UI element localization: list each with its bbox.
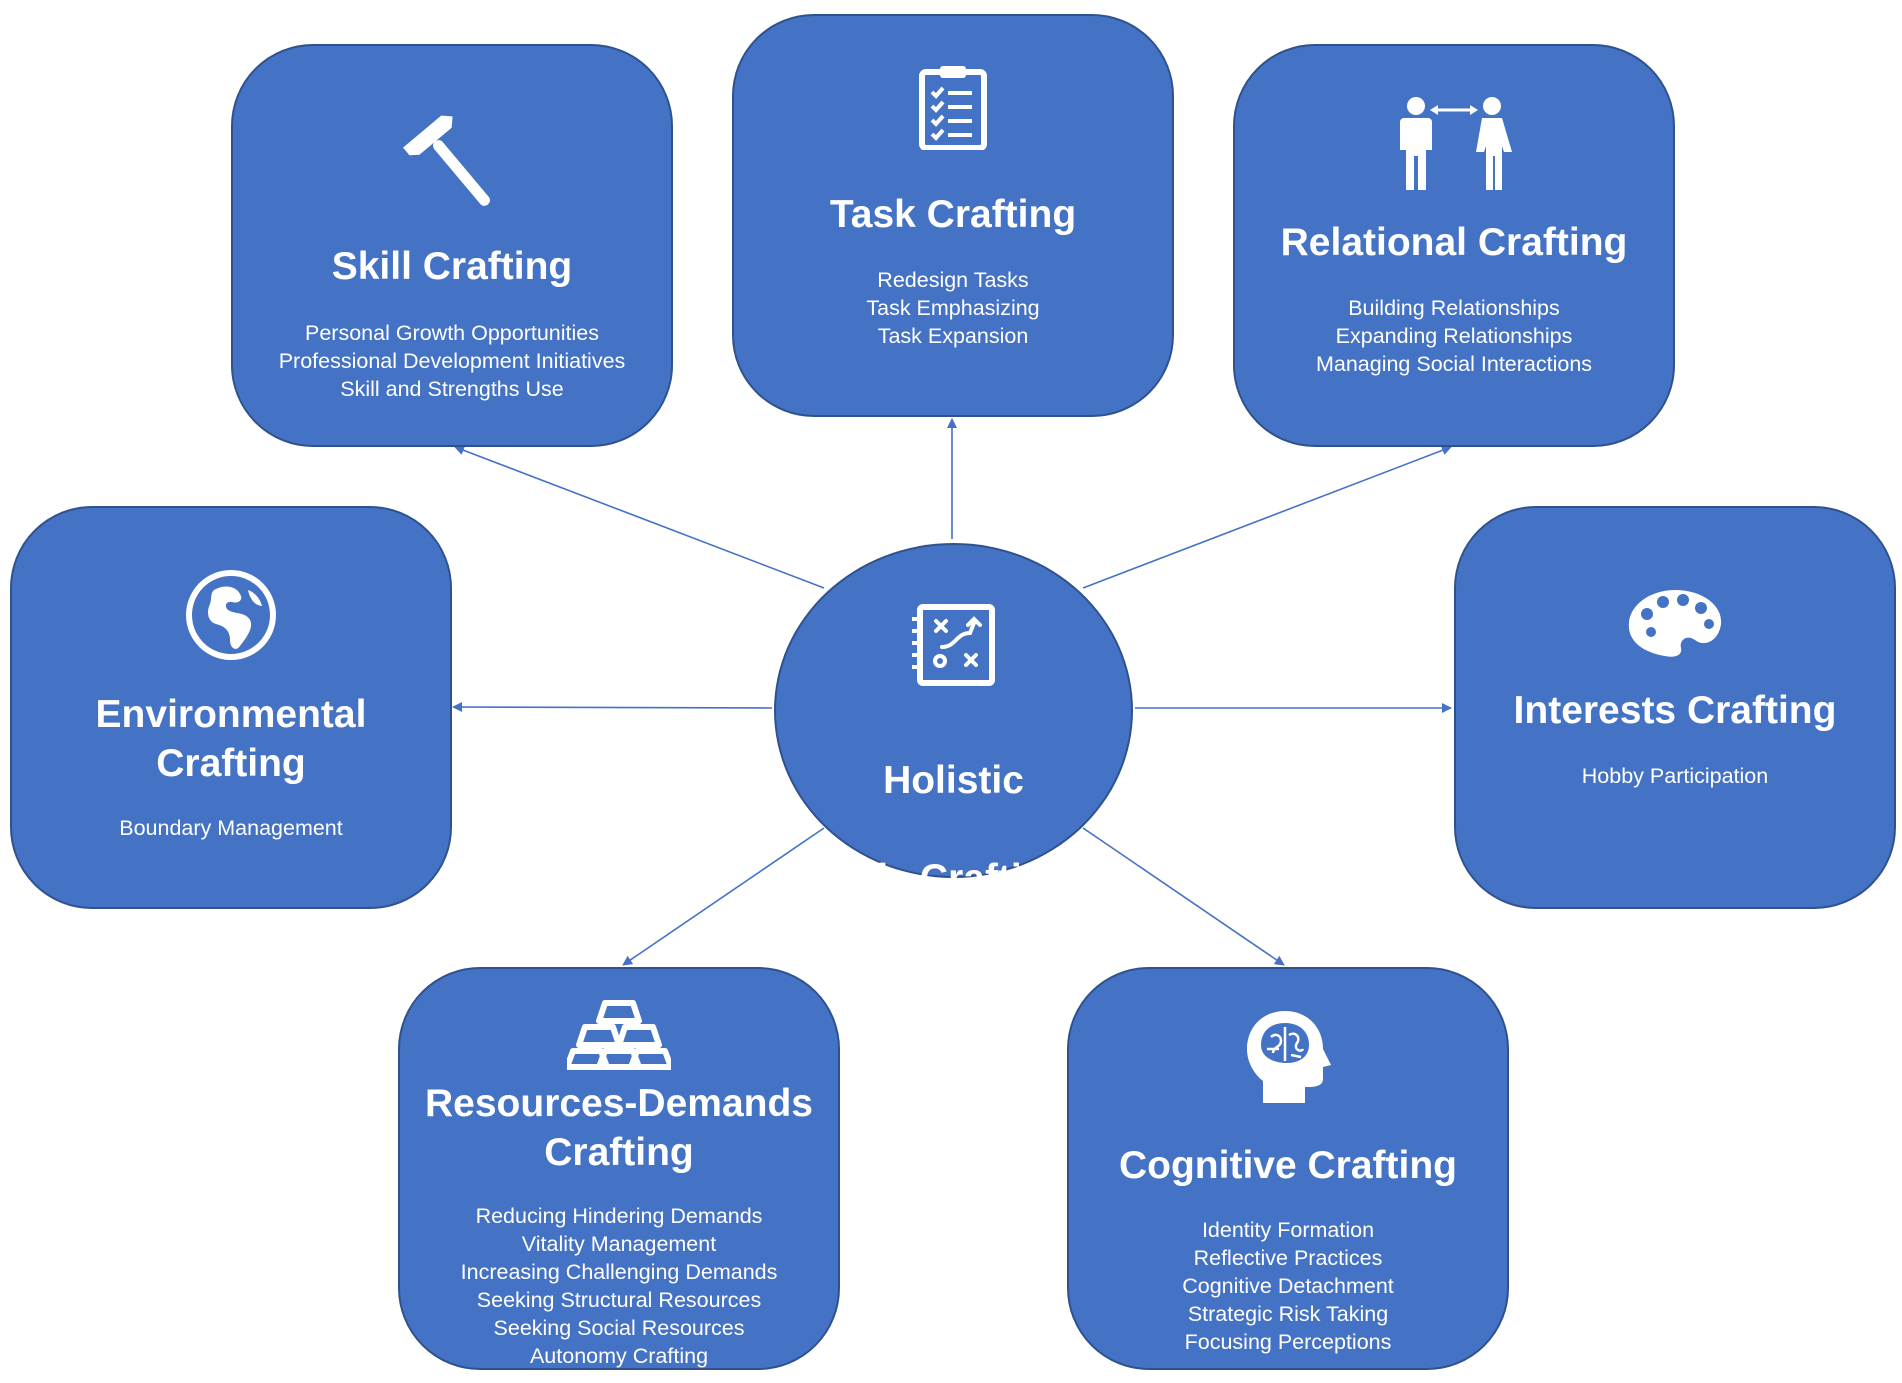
hub-title-line1: Holistic <box>883 759 1024 802</box>
skill-crafting-title: Skill Crafting <box>331 245 573 288</box>
list-item: Professional Development Initiatives <box>278 349 626 373</box>
list-item: Task Expansion <box>877 324 1029 348</box>
gold-bars-icon <box>400 997 838 1071</box>
resources-demands-crafting-items: Reducing Hindering Demands Vitality Mana… <box>400 1202 838 1370</box>
list-item: Seeking Social Resources <box>493 1316 745 1340</box>
arrow-to-resources <box>622 827 825 966</box>
people-interaction-icon <box>1235 96 1673 192</box>
resources-demands-crafting-node: Resources-Demands Crafting Reducing Hind… <box>398 967 840 1370</box>
arrow-to-cognitive <box>1082 827 1285 966</box>
task-crafting-items: Redesign Tasks Task Emphasizing Task Exp… <box>734 266 1172 350</box>
list-item: Seeking Structural Resources <box>476 1288 762 1312</box>
list-item: Focusing Perceptions <box>1184 1330 1392 1354</box>
list-item: Cognitive Detachment <box>1182 1274 1394 1298</box>
relational-crafting-items: Building Relationships Expanding Relatio… <box>1235 294 1673 378</box>
environmental-crafting-node: Environmental Crafting Boundary Manageme… <box>10 506 452 909</box>
clipboard-checklist-icon <box>734 64 1172 150</box>
list-item: Autonomy Crafting <box>529 1344 709 1368</box>
list-item: Personal Growth Opportunities <box>305 321 599 345</box>
hammer-icon <box>233 114 671 214</box>
list-item: Vitality Management <box>521 1232 717 1256</box>
task-crafting-title: Task Crafting <box>829 193 1077 236</box>
list-item: Reflective Practices <box>1193 1246 1383 1270</box>
skill-crafting-items: Personal Growth Opportunities Profession… <box>233 319 671 403</box>
list-item: Managing Social Interactions <box>1315 352 1593 376</box>
list-item: Task Emphasizing <box>866 296 1040 320</box>
interests-crafting-items: Hobby Participation <box>1456 762 1894 790</box>
cognitive-crafting-title: Cognitive Crafting <box>1119 1144 1457 1187</box>
list-item: Strategic Risk Taking <box>1187 1302 1389 1326</box>
cognitive-crafting-node: Cognitive Crafting Identity Formation Re… <box>1067 967 1509 1370</box>
list-item: Expanding Relationships <box>1335 324 1573 348</box>
paint-palette-icon <box>1456 588 1894 658</box>
hub-title: Holistic Life-Crafting <box>776 707 1131 952</box>
arrow-to-skill <box>454 445 825 589</box>
brain-head-icon <box>1069 1009 1507 1105</box>
interests-crafting-title: Interests Crafting <box>1513 689 1837 732</box>
list-item: Boundary Management <box>119 816 343 840</box>
globe-icon <box>12 568 450 662</box>
resources-demands-crafting-title: Resources-Demands Crafting <box>425 1082 813 1174</box>
list-item: Hobby Participation <box>1581 764 1769 788</box>
relational-crafting-node: Relational Crafting Building Relationshi… <box>1233 44 1675 447</box>
list-item: Redesign Tasks <box>877 268 1029 292</box>
list-item: Skill and Strengths Use <box>340 377 564 401</box>
relational-crafting-title: Relational Crafting <box>1280 221 1628 264</box>
arrow-to-relational <box>1082 445 1452 589</box>
list-item: Identity Formation <box>1201 1218 1375 1242</box>
cognitive-crafting-items: Identity Formation Reflective Practices … <box>1069 1216 1507 1356</box>
list-item: Increasing Challenging Demands <box>460 1260 778 1284</box>
task-crafting-node: Task Crafting Redesign Tasks Task Emphas… <box>732 14 1174 417</box>
arrow-to-environmental <box>452 702 773 713</box>
environmental-crafting-title: Environmental Crafting <box>95 693 367 785</box>
list-item: Reducing Hindering Demands <box>475 1204 763 1228</box>
hub-title-line2: Life-Crafting <box>837 857 1070 900</box>
environmental-crafting-items: Boundary Management <box>12 814 450 842</box>
skill-crafting-node: Skill Crafting Personal Growth Opportuni… <box>231 44 673 447</box>
holistic-life-crafting-hub: Holistic Life-Crafting <box>774 543 1133 900</box>
list-item: Building Relationships <box>1348 296 1560 320</box>
strategy-board-icon <box>776 603 1131 687</box>
interests-crafting-node: Interests Crafting Hobby Participation <box>1454 506 1896 909</box>
